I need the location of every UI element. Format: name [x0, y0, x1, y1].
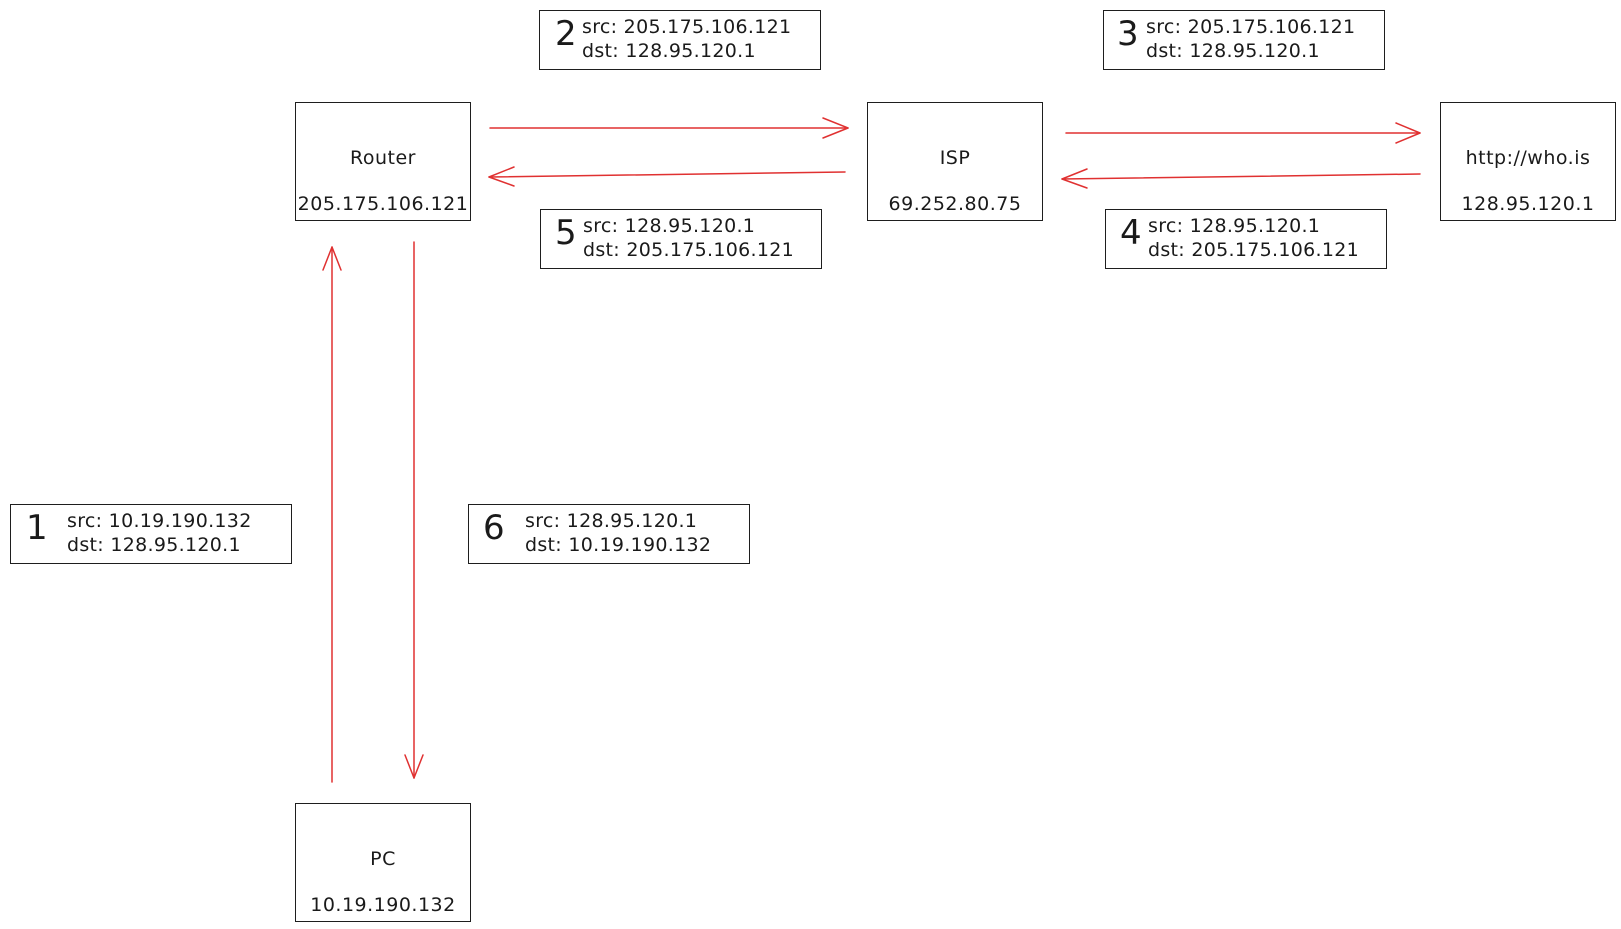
packet-src: src: 128.95.120.1: [525, 510, 698, 532]
packet-step-number: 1: [26, 508, 48, 548]
packet-src: src: 128.95.120.1: [583, 215, 756, 237]
arrow-router-to-pc: [404, 241, 424, 779]
router-ip: 205.175.106.121: [297, 193, 469, 215]
packet-5: 5 src: 128.95.120.1 dst: 205.175.106.121: [540, 209, 822, 269]
whois-ip: 128.95.120.1: [1461, 193, 1595, 215]
pc-node: PC 10.19.190.132: [295, 803, 471, 922]
packet-dst: dst: 128.95.120.1: [582, 40, 756, 62]
pc-name: PC: [370, 848, 396, 870]
packet-step-number: 6: [483, 508, 505, 548]
arrow-isp-to-whois: [1065, 122, 1421, 144]
arrow-router-to-isp: [489, 117, 849, 139]
isp-name: ISP: [939, 147, 971, 169]
packet-1: 1 src: 10.19.190.132 dst: 128.95.120.1: [10, 504, 292, 564]
packet-2: 2 src: 205.175.106.121 dst: 128.95.120.1: [539, 10, 821, 70]
packet-dst: dst: 205.175.106.121: [1148, 239, 1360, 261]
packet-step-number: 3: [1117, 14, 1139, 54]
arrow-pc-to-router: [322, 246, 342, 783]
packet-src: src: 10.19.190.132: [67, 510, 252, 532]
packet-src: src: 128.95.120.1: [1148, 215, 1321, 237]
pc-ip: 10.19.190.132: [310, 894, 456, 916]
packet-dst: dst: 205.175.106.121: [583, 239, 795, 261]
packet-step-number: 4: [1120, 213, 1142, 253]
packet-dst: dst: 128.95.120.1: [1146, 40, 1320, 62]
packet-step-number: 2: [555, 14, 577, 54]
packet-dst: dst: 10.19.190.132: [525, 534, 712, 556]
packet-src: src: 205.175.106.121: [582, 16, 792, 38]
isp-ip: 69.252.80.75: [888, 193, 1022, 215]
arrow-whois-to-isp: [1061, 168, 1421, 189]
packet-src: src: 205.175.106.121: [1146, 16, 1356, 38]
whois-node: http://who.is 128.95.120.1: [1440, 102, 1616, 221]
packet-6: 6 src: 128.95.120.1 dst: 10.19.190.132: [468, 504, 750, 564]
whois-name: http://who.is: [1465, 147, 1591, 169]
isp-node: ISP 69.252.80.75: [867, 102, 1043, 221]
arrow-isp-to-router: [488, 166, 846, 187]
packet-step-number: 5: [555, 213, 577, 253]
router-node: Router 205.175.106.121: [295, 102, 471, 221]
packet-4: 4 src: 128.95.120.1 dst: 205.175.106.121: [1105, 209, 1387, 269]
router-name: Router: [350, 147, 416, 169]
packet-dst: dst: 128.95.120.1: [67, 534, 241, 556]
packet-3: 3 src: 205.175.106.121 dst: 128.95.120.1: [1103, 10, 1385, 70]
